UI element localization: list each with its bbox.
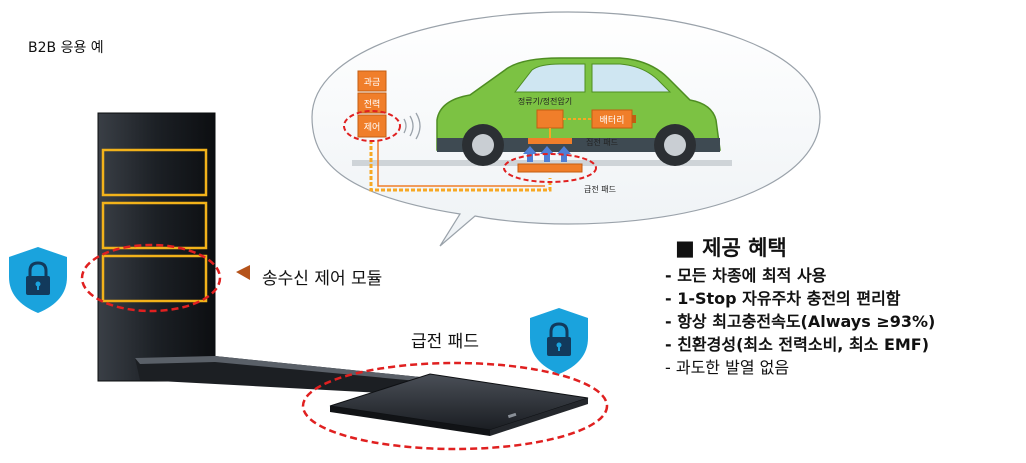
power-label: 전력: [364, 98, 381, 110]
benefit-item: - 과도한 발열 없음: [665, 358, 790, 377]
power-box: [357, 92, 387, 114]
lock-shield-icon: [9, 247, 67, 313]
lock-shield-icon: [530, 308, 588, 374]
diagram-title: B2B 응용 예: [28, 40, 104, 56]
tower-pad-arm: [135, 356, 430, 395]
benefit-item: - 모든 차종에 최적 사용: [665, 266, 827, 285]
rectifier-box: [536, 109, 564, 129]
transmit-pad-label: 급전 패드: [584, 184, 616, 194]
control-highlight: [343, 110, 401, 142]
billing-label: 과금: [364, 77, 381, 88]
ground-strip: [352, 160, 732, 166]
control-box: [357, 114, 387, 138]
module-highlight: [80, 243, 222, 313]
power-cable: [369, 140, 552, 192]
power-cable-inner: [377, 140, 545, 187]
transmit-pad-highlight: [503, 153, 597, 183]
benefits-panel: ■ 제공 혜택 - 모든 차종에 최적 사용 - 1-Stop 자유주차 충전의 …: [665, 232, 1020, 379]
benefit-item: - 항상 최고충전속도(Always ≥93%): [665, 312, 936, 331]
benefit-item: - 1-Stop 자유주차 충전의 편리함: [665, 289, 901, 308]
benefits-list: - 모든 차종에 최적 사용 - 1-Stop 자유주차 충전의 편리함 - 항상 …: [665, 264, 1020, 379]
pad-label: 급전 패드: [411, 332, 479, 352]
rectifier-label: 정류기/정전압기: [518, 96, 572, 106]
benefit-item: - 친환경성(최소 전력소비, 최소 EMF): [665, 335, 930, 354]
charging-pad: [301, 361, 609, 451]
receiver-pad: [528, 138, 572, 144]
battery-label: 배터리: [600, 115, 625, 126]
benefits-title: ■ 제공 혜택: [675, 236, 787, 260]
module-slot-3: [101, 254, 208, 303]
transmit-pad: [517, 163, 583, 173]
pad-highlight: [301, 361, 609, 451]
module-slot-1: [101, 148, 208, 197]
charging-tower: [80, 112, 222, 382]
wireless-signal-icon: [403, 112, 421, 140]
receiver-pad-label: 집전 패드: [586, 137, 618, 147]
module-slot-2: [101, 201, 208, 250]
billing-box: [357, 70, 387, 92]
module-label: 송수신 제어 모듈: [262, 269, 383, 289]
ev-car: [436, 57, 721, 166]
control-label: 제어: [364, 122, 381, 133]
callout-scene: 과금 전력 제어 정류기/정전압기 배터리: [343, 57, 732, 194]
triangle-pointer-icon: [236, 265, 250, 280]
battery-terminal: [632, 115, 636, 123]
